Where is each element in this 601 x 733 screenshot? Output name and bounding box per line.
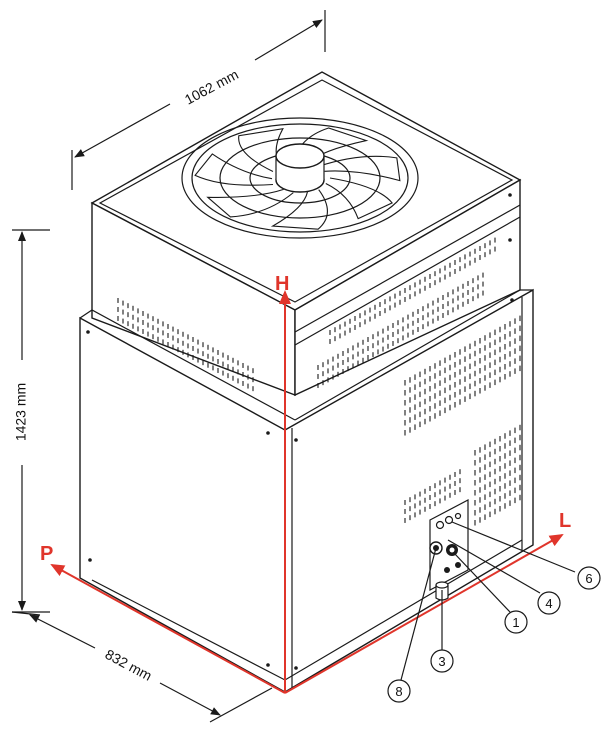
screw: [510, 298, 514, 302]
callout-1-leader: [453, 552, 511, 613]
callout-1: 1: [453, 552, 528, 634]
dim-depth-label: 832 mm: [103, 646, 155, 684]
dim-width-label: 1062 mm: [182, 66, 241, 108]
fan-hub-top: [275, 143, 325, 169]
cabinet-top-cap-left: [79, 309, 296, 421]
port-small-upper: [435, 520, 445, 530]
upper-right-louvres: [317, 237, 496, 388]
screw: [88, 558, 92, 562]
cabinet-right-louvres: [404, 315, 521, 526]
dimension-height: 1423 mm: [12, 229, 50, 613]
connection-plate: [429, 499, 469, 601]
upper-left-louvres: [117, 298, 254, 392]
dim-depth-line-left: [29, 614, 96, 649]
callout-4-circle: [537, 591, 561, 615]
dim-depth-ext-right: [209, 687, 273, 723]
port-connection-1-core: [449, 547, 455, 553]
coordinate-axes: H L P: [40, 273, 571, 694]
fan-guard: [181, 117, 419, 239]
callout-6-number: 6: [585, 571, 592, 586]
screw: [508, 238, 512, 242]
axis-l-line: [284, 534, 564, 694]
fan-blade: [325, 177, 394, 220]
callout-8-leader: [400, 547, 437, 681]
callout-4-leader: [447, 539, 541, 594]
screw: [86, 330, 90, 334]
callout-1-number: 1: [512, 615, 519, 630]
screw: [294, 438, 298, 442]
upper-right-trim-2: [294, 216, 521, 346]
dim-width-line-right: [254, 19, 323, 61]
screw: [508, 193, 512, 197]
port-small-upper-3: [454, 512, 462, 520]
callout-6: 6: [451, 521, 601, 590]
screw: [294, 666, 298, 670]
screw: [266, 431, 270, 435]
fan-blade: [194, 153, 274, 186]
upper-right-trim-1: [294, 204, 521, 333]
callout-4-number: 4: [545, 596, 552, 611]
port-small-upper-2: [444, 515, 454, 525]
fan-guard-ring-3: [219, 137, 381, 219]
upper-top-rim: [98, 79, 514, 303]
pipe-stub-3-top: [435, 581, 449, 589]
callout-1-circle: [504, 610, 528, 634]
dim-depth-ext-left: [11, 611, 41, 616]
callout-8-number: 8: [395, 684, 402, 699]
callout-6-leader: [451, 521, 576, 573]
fan-guard-ring-2: [191, 123, 409, 233]
axis-p-line: [50, 564, 286, 694]
axis-p-label: P: [40, 543, 53, 565]
callout-8-circle: [387, 679, 411, 703]
dim-height-label: 1423 mm: [13, 383, 29, 441]
fan-blade: [206, 188, 294, 218]
callout-6-circle: [577, 566, 601, 590]
callout-8: 8: [387, 547, 437, 703]
callout-3-number: 3: [438, 654, 445, 669]
dim-width-line-left: [74, 103, 171, 158]
callout-3: 3: [430, 590, 454, 673]
screw: [266, 663, 270, 667]
dim-depth-line-right: [159, 682, 221, 716]
fan-blade: [270, 189, 328, 230]
fan-blade: [318, 155, 401, 182]
cabinet-top-cap-right: [294, 289, 533, 421]
lower-cabinet: [79, 193, 534, 694]
port-small-lower: [444, 567, 450, 573]
callout-4: 4: [447, 539, 561, 615]
callout-3-circle: [430, 649, 454, 673]
axis-l-label: L: [559, 510, 571, 532]
axis-h-label: H: [275, 273, 289, 295]
fan-guard-outer-ring: [181, 117, 419, 239]
port-small-lower-2: [455, 562, 461, 568]
